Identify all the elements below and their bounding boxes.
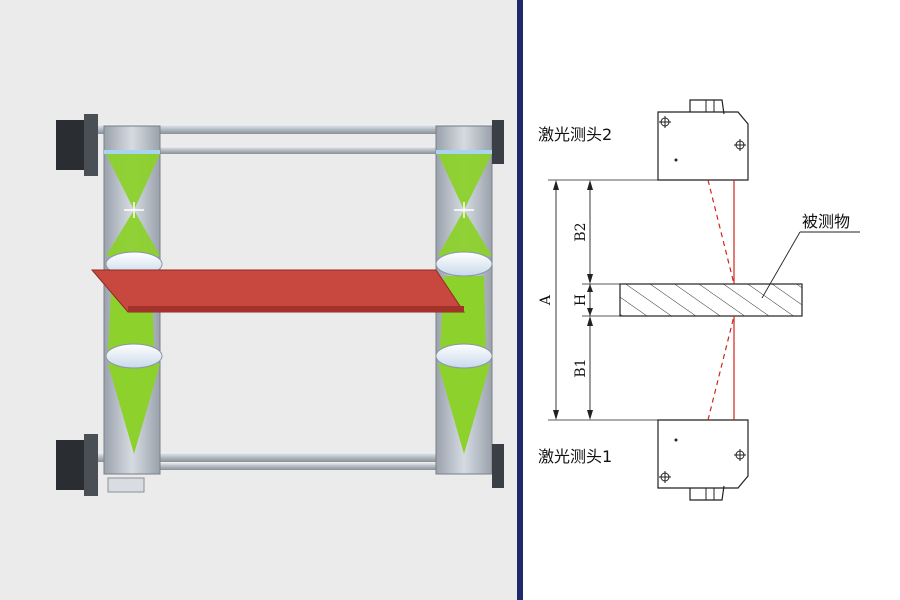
lens-right-lower xyxy=(435,343,493,369)
lens-right-upper xyxy=(435,251,493,277)
laser-sensor-2 xyxy=(657,99,749,181)
dim-a-label: A xyxy=(538,294,554,306)
laser-beam-right-top xyxy=(438,154,492,210)
dim-b2-label: B2 xyxy=(573,222,589,241)
panel-divider xyxy=(517,0,523,600)
laser-line-bottom-dashed xyxy=(707,315,735,421)
object-leader xyxy=(761,231,801,299)
object-label: 被测物 xyxy=(802,212,850,231)
laser-beam-right-top-2 xyxy=(438,210,492,256)
right-schematic: 激光测头2 激光测头1 被测物 A B2 H B1 xyxy=(538,99,860,501)
sample-plate xyxy=(90,269,465,313)
laser-line-top-dashed xyxy=(707,179,735,285)
laser-beam-left-bottom xyxy=(108,364,160,454)
end-block-top-right xyxy=(492,120,504,164)
lens-left-lower xyxy=(105,343,163,369)
bottom-rail xyxy=(96,452,502,462)
end-block-bottom-right xyxy=(492,444,504,488)
sensor-1-label: 激光测头1 xyxy=(538,447,612,466)
left-rendering xyxy=(0,0,517,600)
bottom-rail-upper xyxy=(130,462,470,470)
laser-beam-left-top xyxy=(106,154,160,210)
dim-h-label: H xyxy=(573,294,589,306)
dim-b1-label: B1 xyxy=(573,358,589,377)
top-rail-lower xyxy=(130,146,470,154)
top-rail xyxy=(96,124,502,134)
measured-object xyxy=(619,283,803,317)
laser-beam-right-bottom xyxy=(438,364,490,454)
laser-beam-left-top-2 xyxy=(106,210,160,256)
laser-sensor-1 xyxy=(657,419,749,501)
sensor-2-label: 激光测头2 xyxy=(538,125,612,144)
